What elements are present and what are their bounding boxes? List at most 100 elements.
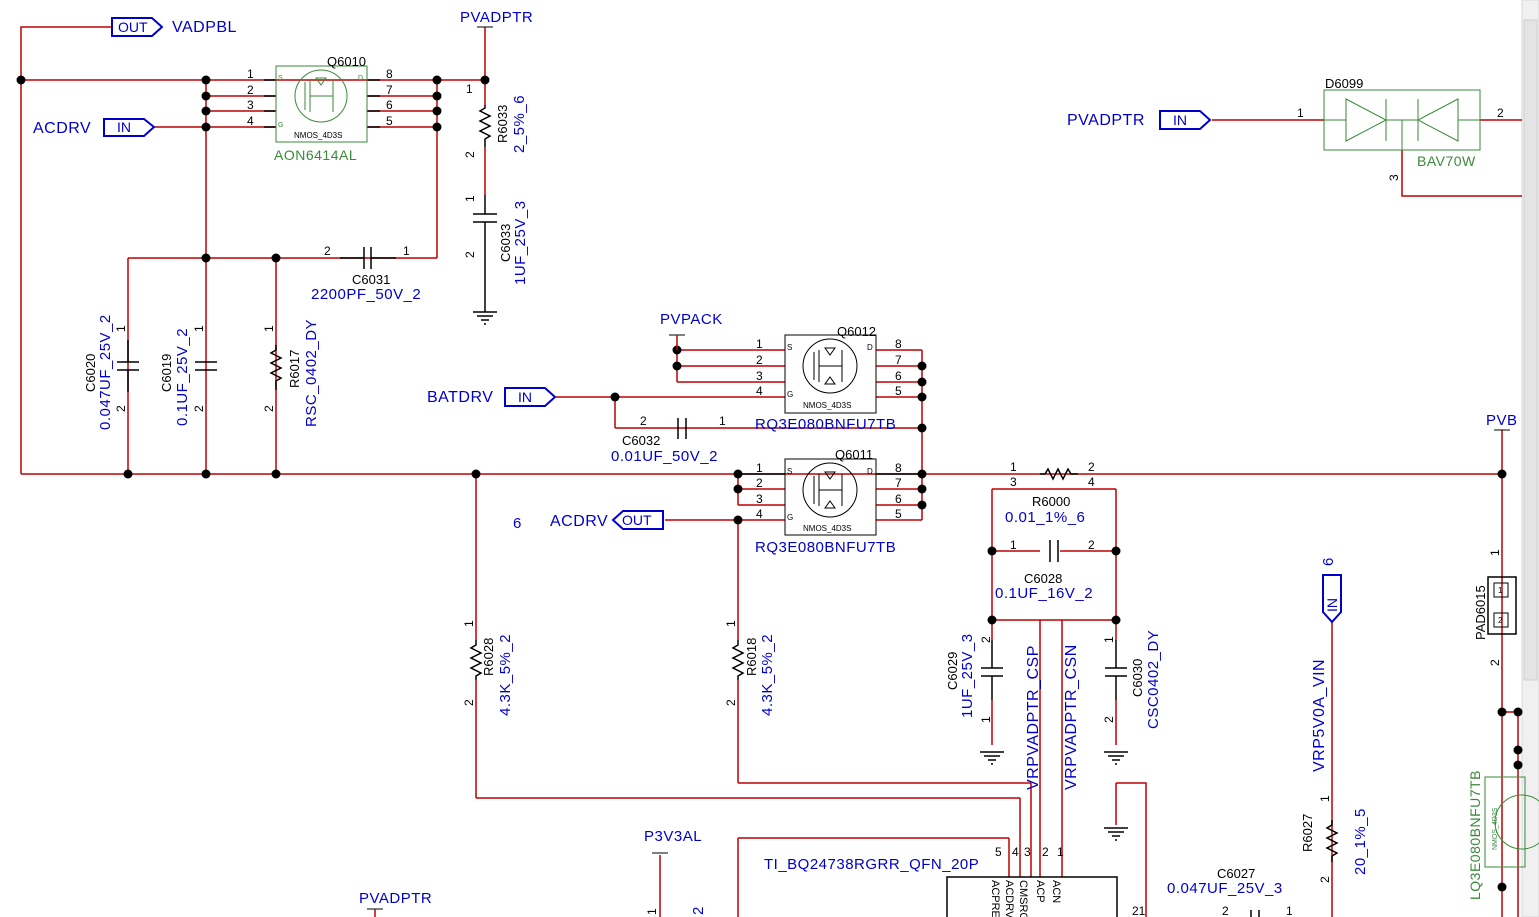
ic-bq24738[interactable]: TI_BQ24738RGRR_QFN_20P 5 4 3 2 1 21 ACPR… [764,845,1146,917]
svg-text:21: 21 [1132,904,1146,917]
capacitor-c6029[interactable]: 2 1 C6029 1UF_25V_3 [945,633,1003,723]
svg-text:2: 2 [247,83,254,97]
capacitor-c6033[interactable]: 1 2 C6033 1UF_25V_3 [463,195,529,312]
capacitor-c6032[interactable]: 2 1 C6032 0.01UF_50V_2 [611,414,726,465]
svg-text:P3V3AL: P3V3AL [644,828,702,845]
svg-text:CMSRC: CMSRC [1017,880,1029,917]
resistor-r6017[interactable]: 1 2 R6017 RSC_0402_DY [262,319,320,427]
svg-text:1: 1 [1297,106,1304,120]
svg-text:ACN: ACN [1050,880,1062,903]
wires [20,26,1522,917]
svg-text:C6028: C6028 [1024,571,1062,586]
svg-text:1: 1 [247,67,254,81]
svg-text:4.3K_5%_2: 4.3K_5%_2 [759,634,776,716]
capacitor-c6019[interactable]: 1 2 C6019 0.1UF_25V_2 [159,325,217,426]
svg-text:AON6414AL: AON6414AL [274,147,357,163]
svg-text:ACP: ACP [1034,880,1046,903]
svg-text:1: 1 [262,325,276,332]
svg-text:IN: IN [1173,112,1187,128]
port-vadpbl-out[interactable]: OUT VADPBL [111,17,237,37]
capacitor-c6020[interactable]: 1 2 C6020 0.047UF_25V_2 [83,314,139,430]
svg-text:5: 5 [995,845,1002,859]
svg-text:G: G [787,513,793,522]
svg-text:2: 2 [462,699,476,706]
svg-text:D: D [358,75,363,82]
ground-icon [979,751,1005,765]
svg-text:C6027: C6027 [1217,866,1255,881]
svg-text:OUT: OUT [622,512,652,528]
svg-text:3: 3 [1010,475,1017,489]
svg-text:1: 1 [1488,549,1502,556]
svg-text:D: D [867,467,873,476]
svg-text:G: G [278,122,283,129]
port-batdrv-in[interactable]: IN BATDRV [427,387,557,407]
svg-text:0.047UF_25V_3: 0.047UF_25V_3 [1167,880,1283,897]
capacitor-c6030[interactable]: 1 2 C6030 CSC0402_DY [1102,630,1162,729]
resistor-r6000[interactable]: 1 3 2 4 R6000 0.01_1%_6 [1005,460,1095,526]
svg-text:7: 7 [895,476,902,490]
svg-text:C6020: C6020 [83,354,98,392]
svg-text:NMOS_4D3S: NMOS_4D3S [803,401,851,410]
port-vrp5v0a-in[interactable]: IN VRP5V0A_VIN [1311,574,1342,772]
port-acdrv-in[interactable]: IN ACDRV [33,118,156,137]
svg-text:8: 8 [895,337,902,351]
svg-text:S: S [278,75,283,82]
svg-text:C6032: C6032 [622,433,660,448]
resistor-r6018[interactable]: 1 2 R6018 4.3K_5%_2 [724,620,776,716]
net-label-csn: VRPVADPTR_CSN [1063,644,1080,790]
svg-text:1: 1 [1318,795,1332,802]
svg-text:7: 7 [895,353,902,367]
svg-text:2: 2 [463,151,477,158]
svg-text:1: 1 [756,337,763,351]
svg-text:3: 3 [1387,174,1401,181]
mosfet-right-partial[interactable]: LQ3E080BNFU7TB NMOS_4D3S [1467,770,1539,900]
svg-text:BAV70W: BAV70W [1417,153,1476,169]
svg-text:1: 1 [463,195,477,202]
diode-d6099[interactable]: 1 2 3 D6099 BAV70W [1297,76,1504,181]
scrollbar[interactable] [1521,0,1539,917]
svg-text:2: 2 [262,405,276,412]
ground-icon [472,311,498,325]
svg-text:TI_BQ24738RGRR_QFN_20P: TI_BQ24738RGRR_QFN_20P [764,856,979,873]
svg-text:6: 6 [386,98,393,112]
svg-text:5: 5 [895,384,902,398]
svg-text:VRP5V0A_VIN: VRP5V0A_VIN [1311,659,1328,772]
svg-text:2: 2 [1088,538,1095,552]
resistor-r6027[interactable]: 1 2 R6027 20_1%_5 [1300,795,1369,883]
svg-text:RQ3E080BNFU7TB: RQ3E080BNFU7TB [755,539,896,556]
svg-text:S: S [787,467,792,476]
svg-text:1UF_25V_3: 1UF_25V_3 [512,200,529,285]
mosfet-q6011[interactable]: S D G 1 2 3 4 8 7 6 5 Q6011 NMOS_4D3S RQ… [738,447,922,556]
pad-pad6015[interactable]: 1 2 1 2 PAD6015 [1473,549,1517,666]
power-symbol-pvpack: PVPACK [660,311,723,350]
svg-text:NMOS_4D3S: NMOS_4D3S [294,131,342,140]
svg-text:IN: IN [117,119,131,135]
svg-text:0.1UF_25V_2: 0.1UF_25V_2 [174,328,191,426]
svg-text:3: 3 [247,98,254,112]
mosfet-q6012[interactable]: S D G 1 2 3 4 8 7 6 5 Q6012 NMOS_4D3S RQ… [755,324,902,433]
svg-text:S: S [787,343,792,352]
svg-text:1: 1 [1010,460,1017,474]
ground-icon [1103,751,1129,765]
resistor-r6033[interactable]: 1 2 R6033 2_5%_6 [463,82,528,158]
svg-text:LQ3E080BNFU7TB: LQ3E080BNFU7TB [1467,770,1483,900]
port-pvadptr-in[interactable]: IN PVADPTR [1067,110,1212,130]
svg-text:ACDRV: ACDRV [33,120,91,137]
capacitor-c6028[interactable]: 1 2 C6028 0.1UF_16V_2 [995,538,1095,602]
resistor-r6028[interactable]: 1 2 R6028 4.3K_5%_2 [462,620,514,716]
svg-text:1: 1 [466,82,473,96]
capacitor-c6027[interactable]: 2 1 C6027 0.047UF_25V_3 [1167,866,1293,917]
svg-text:2: 2 [1042,845,1049,859]
svg-text:PAD6015: PAD6015 [1473,585,1488,640]
port-acdrv-out[interactable]: OUT ACDRV [550,510,664,530]
mosfet-q6010[interactable]: S D G 1 2 3 4 8 7 6 5 Q6010 NMOS_4D3S AO… [247,54,393,163]
svg-text:PVADPTR: PVADPTR [359,890,432,907]
svg-text:PVPACK: PVPACK [660,311,723,328]
svg-text:2: 2 [1497,106,1504,120]
capacitor-c6031[interactable]: 2 1 C6031 2200PF_50V_2 [311,244,421,303]
svg-text:1: 1 [645,908,659,915]
svg-text:PVB: PVB [1486,412,1518,429]
svg-text:6: 6 [895,492,902,506]
svg-text:2: 2 [114,405,128,412]
svg-text:4: 4 [756,507,763,521]
